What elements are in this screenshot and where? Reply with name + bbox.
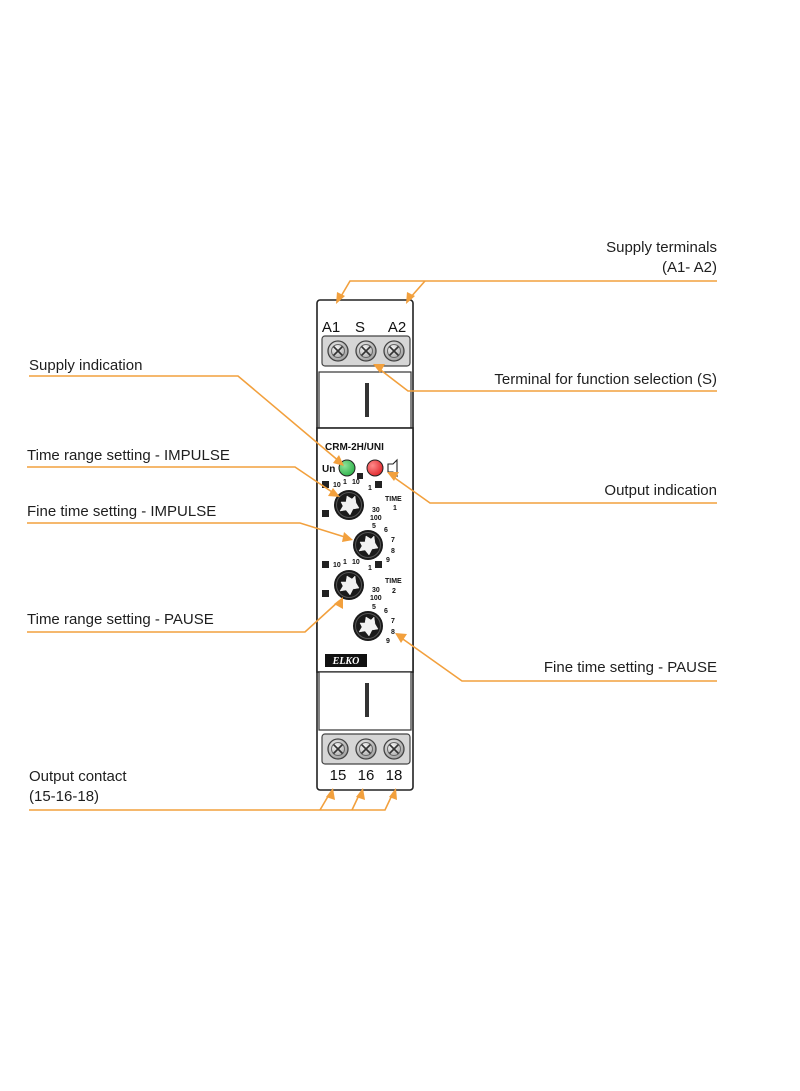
range-tick: 30 bbox=[372, 507, 380, 514]
label-output-contact: Output contact (15-16-18) bbox=[29, 768, 127, 805]
leader-supply-indication bbox=[29, 375, 344, 466]
terminal-s: S bbox=[355, 319, 365, 336]
screw-terminal-icon bbox=[383, 738, 405, 760]
range-tick: 1 bbox=[368, 565, 372, 572]
leader-output-indication bbox=[387, 472, 717, 504]
brand-logo: ELKO bbox=[332, 656, 360, 667]
fine-tick: 6 bbox=[384, 608, 388, 615]
label-output-indication: Output indication bbox=[604, 482, 717, 499]
model-label: CRM-2H/UNI bbox=[325, 442, 384, 453]
range-tick: 10 bbox=[333, 482, 341, 489]
screw-terminal-icon bbox=[327, 738, 349, 760]
terminal-a1: A1 bbox=[322, 319, 340, 336]
time1-number: 1 bbox=[393, 505, 397, 512]
leader-time-range-pause bbox=[27, 597, 343, 633]
fine-tick: 9 bbox=[386, 557, 390, 564]
range-tick: 1 bbox=[343, 479, 347, 486]
fine-tick: 5 bbox=[372, 523, 376, 530]
leader-supply-terminals bbox=[336, 280, 717, 304]
range-tick: 100 bbox=[370, 515, 382, 522]
terminal-a2: A2 bbox=[388, 319, 406, 336]
leader-fine-time-impulse bbox=[27, 522, 353, 542]
range-tick: 10 bbox=[352, 559, 360, 566]
range-tick: 10 bbox=[333, 562, 341, 569]
screw-terminal-icon bbox=[355, 738, 377, 760]
label-supply-indication: Supply indication bbox=[29, 357, 143, 374]
brand-plate bbox=[325, 654, 367, 667]
range-marker-icon bbox=[322, 561, 329, 568]
range-marker-icon bbox=[322, 510, 329, 517]
label-time-range-pause: Time range setting - PAUSE bbox=[27, 611, 214, 628]
screw-terminal-icon bbox=[327, 340, 349, 362]
leader-fine-time-pause bbox=[395, 633, 717, 682]
range-marker-icon bbox=[322, 481, 329, 488]
fine-time-impulse-knob[interactable] bbox=[352, 529, 384, 561]
fine-tick: 7 bbox=[391, 618, 395, 625]
label-fine-time-pause: Fine time setting - PAUSE bbox=[543, 659, 717, 676]
fine-tick: 7 bbox=[391, 537, 395, 544]
time1-label: TIME bbox=[385, 496, 402, 503]
un-label: Un bbox=[322, 464, 335, 475]
range-tick: 10 bbox=[352, 479, 360, 486]
range-marker-icon bbox=[322, 590, 329, 597]
terminal-15: 15 bbox=[330, 767, 347, 784]
range-tick: 1 bbox=[368, 485, 372, 492]
leader-output-contact bbox=[29, 788, 397, 811]
terminal-18: 18 bbox=[386, 767, 403, 784]
fine-tick: 8 bbox=[391, 629, 395, 636]
range-tick: 100 bbox=[370, 595, 382, 602]
time2-label: TIME bbox=[385, 578, 402, 585]
screw-terminal-icon bbox=[355, 340, 377, 362]
label-supply-terminals: Supply terminals (A1- A2) bbox=[606, 239, 717, 276]
fine-time-pause-knob[interactable] bbox=[352, 610, 384, 642]
indicator-square bbox=[357, 473, 363, 479]
time2-number: 2 bbox=[392, 588, 396, 595]
fine-tick: 6 bbox=[384, 527, 388, 534]
range-marker-icon bbox=[375, 561, 382, 568]
label-time-range-impulse: Time range setting - IMPULSE bbox=[27, 447, 230, 464]
fine-tick: 9 bbox=[386, 638, 390, 645]
output-led bbox=[366, 459, 384, 477]
leader-time-range-impulse bbox=[27, 466, 340, 497]
range-tick: 1 bbox=[343, 559, 347, 566]
range-marker-icon bbox=[375, 481, 382, 488]
label-function-selection: Terminal for function selection (S) bbox=[494, 371, 717, 388]
time-range-pause-knob[interactable] bbox=[333, 569, 365, 601]
terminal-16: 16 bbox=[358, 767, 375, 784]
fine-tick: 8 bbox=[391, 548, 395, 555]
screw-terminal-icon bbox=[383, 340, 405, 362]
leader-function-selection bbox=[373, 364, 717, 392]
range-tick: 30 bbox=[372, 587, 380, 594]
label-fine-time-impulse: Fine time setting - IMPULSE bbox=[27, 503, 217, 520]
fine-tick: 5 bbox=[372, 604, 376, 611]
time-range-impulse-knob[interactable] bbox=[333, 489, 365, 521]
